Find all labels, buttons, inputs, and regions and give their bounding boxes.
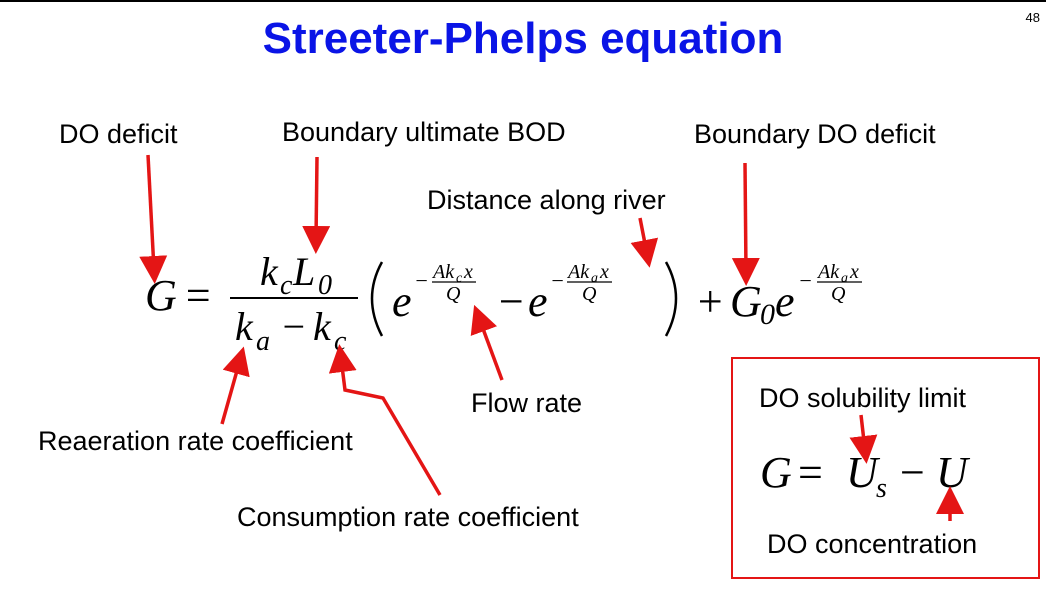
arrow-boundary-ultimate-bod (302, 156, 331, 254)
svg-text:a: a (256, 326, 270, 357)
svg-text:x: x (599, 261, 609, 283)
svg-text:x: x (463, 261, 473, 283)
arrow-reaeration (220, 346, 250, 425)
svg-text:k: k (235, 304, 254, 349)
svg-text:=: = (183, 271, 213, 320)
arrow-boundary-do-deficit (731, 162, 760, 286)
svg-text:x: x (849, 261, 859, 283)
page-number: 48 (1025, 10, 1040, 25)
svg-text:e: e (775, 277, 795, 326)
svg-text:−: − (496, 277, 526, 326)
arrow-flow-rate (470, 304, 504, 381)
svg-text:G: G (760, 448, 792, 497)
svg-text:Ak: Ak (431, 261, 455, 283)
label-do-solubility-limit: DO solubility limit (759, 383, 967, 413)
svg-text:a: a (841, 271, 848, 286)
svg-text:Q: Q (446, 283, 461, 305)
arrow-do-solubility (849, 414, 878, 464)
svg-text:a: a (591, 271, 598, 286)
svg-text:−: − (550, 268, 565, 293)
svg-text:c: c (456, 271, 463, 286)
slide-title: Streeter-Phelps equation (262, 14, 784, 63)
label-flow-rate: Flow rate (471, 388, 583, 418)
svg-text:+: + (695, 277, 725, 326)
svg-text:L: L (292, 249, 315, 294)
svg-text:0: 0 (318, 270, 332, 301)
svg-text:−: − (414, 268, 429, 293)
svg-text:k: k (260, 249, 279, 294)
svg-text:s: s (876, 473, 887, 504)
svg-text:Q: Q (831, 283, 846, 305)
svg-text:=: = (798, 448, 823, 497)
arrow-do-deficit (139, 154, 168, 284)
top-rule (0, 0, 1046, 2)
label-boundary-ultimate-bod: Boundary ultimate BOD (282, 117, 566, 147)
svg-text:e: e (528, 277, 548, 326)
svg-text:k: k (313, 304, 332, 349)
svg-text:e: e (392, 277, 412, 326)
label-consumption-rate-coefficient: Consumption rate coefficient (237, 502, 579, 532)
svg-text:−: − (900, 448, 925, 497)
label-do-concentration: DO concentration (767, 529, 978, 559)
deficit-definition-box (731, 357, 1040, 579)
svg-text:Ak: Ak (566, 261, 590, 283)
label-distance-along-river: Distance along river (427, 185, 666, 215)
svg-text:−: − (280, 304, 307, 349)
arrow-distance-along-river (630, 217, 659, 268)
label-reaeration-rate-coefficient: Reaeration rate coefficient (38, 426, 353, 456)
svg-text:−: − (798, 268, 813, 293)
svg-text:0: 0 (760, 298, 775, 331)
svg-text:Ak: Ak (816, 261, 840, 283)
streeter-phelps-equation: G = k c L 0 k a − k c e − Ak c x Q − (130, 240, 910, 360)
svg-text:c: c (280, 270, 293, 301)
svg-text:Q: Q (582, 283, 597, 305)
arrow-consumption (328, 344, 442, 496)
label-do-deficit: DO deficit (59, 119, 178, 149)
label-boundary-do-deficit: Boundary DO deficit (694, 119, 936, 149)
